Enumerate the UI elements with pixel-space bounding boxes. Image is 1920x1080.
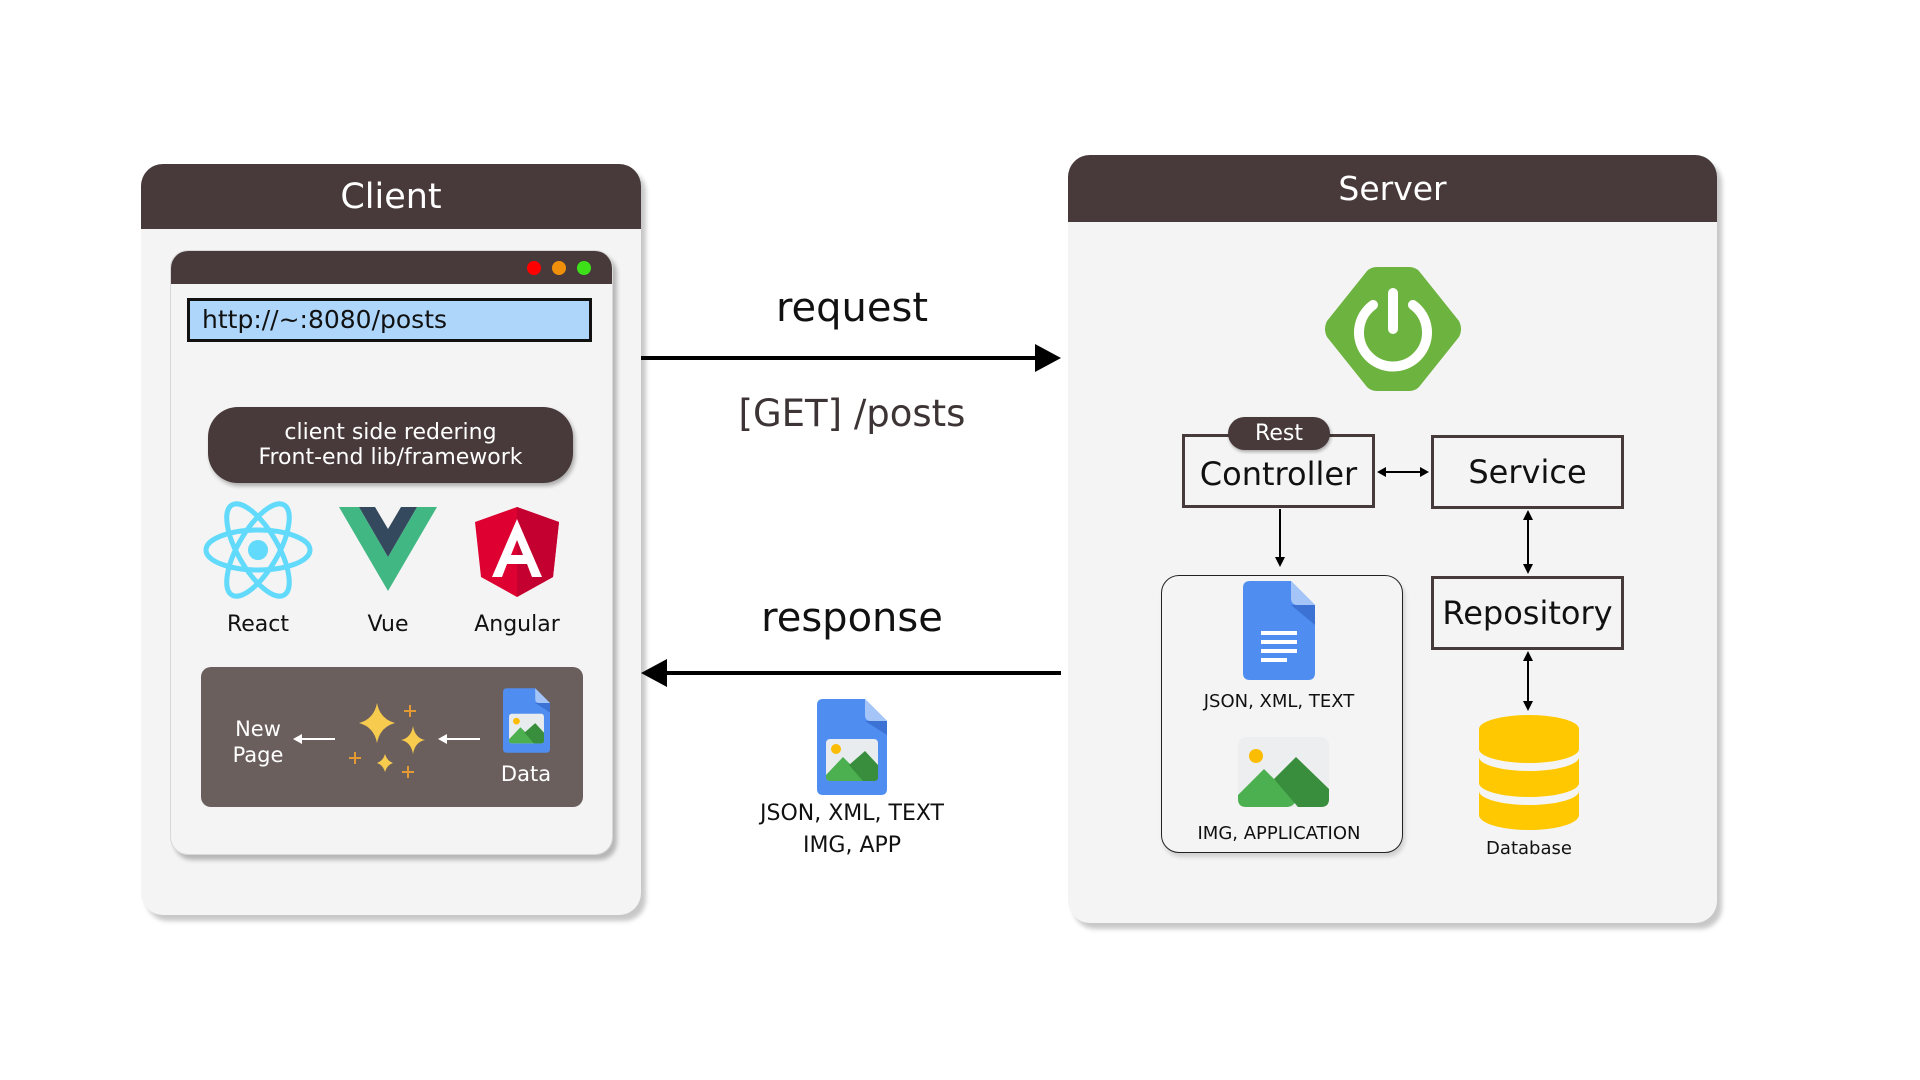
url-text: http://~:8080/posts — [202, 305, 448, 334]
client-header: Client — [141, 164, 641, 229]
response-detail-line2: IMG, APP — [802, 833, 902, 858]
repository-box[interactable]: Repository — [1431, 576, 1624, 650]
sparkles-icon — [349, 703, 425, 778]
controller-label: Controller — [1199, 455, 1358, 493]
repository-database-arrow — [1523, 651, 1533, 711]
document-icon — [1243, 581, 1315, 680]
framework-label-angular: Angular — [474, 612, 560, 637]
response-detail-line1: JSON, XML, TEXT — [760, 801, 944, 826]
request-arrow — [641, 344, 1061, 372]
maximize-dot-icon[interactable] — [577, 261, 591, 275]
request-detail: [GET] /posts — [738, 392, 966, 435]
response-label: response — [761, 595, 943, 641]
server-header: Server — [1068, 155, 1717, 222]
rendering-badge-line1: client side redering — [284, 420, 497, 445]
service-label: Service — [1468, 453, 1587, 491]
request-label: request — [775, 285, 929, 331]
response-arrow — [641, 659, 1061, 687]
rendering-badge: client side redering Front-end lib/frame… — [208, 407, 573, 483]
rest-badge: Rest — [1228, 417, 1330, 450]
server-title: Server — [1338, 169, 1447, 208]
arrow-left-icon — [293, 734, 335, 744]
data-label: Data — [500, 762, 552, 786]
service-box[interactable]: Service — [1431, 435, 1624, 509]
output-image-label: IMG, APPLICATION — [1197, 823, 1361, 844]
browser-title-bar — [171, 251, 612, 284]
react-icon — [203, 501, 313, 599]
rest-badge-label: Rest — [1255, 421, 1303, 446]
response-file-icon — [817, 699, 887, 795]
new-page-line2: Page — [232, 743, 284, 767]
database-icon — [1479, 715, 1579, 830]
arrow-left-icon — [438, 734, 480, 744]
new-page-line1: New — [235, 717, 281, 741]
new-page-label: New Page — [218, 716, 298, 768]
controller-service-arrow — [1377, 467, 1429, 477]
vue-icon — [339, 507, 437, 591]
output-text-label: JSON, XML, TEXT — [1203, 691, 1355, 712]
framework-label-vue: Vue — [367, 612, 409, 637]
image-icon — [1238, 737, 1329, 807]
image-file-icon — [503, 688, 550, 753]
minimize-dot-icon[interactable] — [552, 261, 566, 275]
repository-label: Repository — [1442, 594, 1613, 632]
angular-icon — [475, 507, 559, 597]
framework-label-react: React — [226, 612, 290, 637]
close-dot-icon[interactable] — [527, 261, 541, 275]
service-repository-arrow — [1523, 510, 1533, 574]
client-title: Client — [340, 176, 442, 217]
rendering-badge-line2: Front-end lib/framework — [258, 445, 523, 470]
spring-power-icon — [1325, 267, 1461, 391]
database-label: Database — [1486, 838, 1572, 859]
controller-output-arrow — [1275, 509, 1285, 567]
url-bar[interactable]: http://~:8080/posts — [187, 298, 592, 342]
